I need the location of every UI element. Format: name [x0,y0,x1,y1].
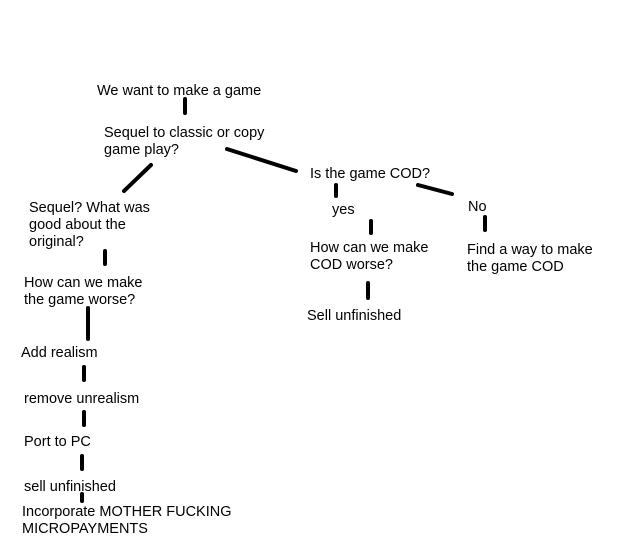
node-port-to-pc: Port to PC [24,434,91,450]
node-how-can-we-make-cod-worse: How can we make COD worse? [310,240,429,273]
node-yes: yes [332,202,355,218]
node-remove-unrealism: remove unrealism [24,391,140,407]
connector-q1-to-is-cod [225,147,298,173]
node-we-want-to-make-a-game: We want to make a game [97,83,262,99]
connector-q1-to-sequel [122,163,153,193]
node-how-can-we-make-game-worse: How can we make the game worse? [24,275,143,308]
node-no: No [468,199,487,215]
node-incorporate-micropayments: Incorporate MOTHER FUCKING MICROPAYMENTS [22,504,232,537]
node-sell-unfinished-left: sell unfinished [24,479,116,495]
node-sell-unfinished-right: Sell unfinished [307,308,402,324]
node-is-the-game-cod: Is the game COD? [310,166,431,182]
connector-is-cod-to-no [416,183,454,196]
node-add-realism: Add realism [21,345,98,361]
node-sequel-or-copy: Sequel to classic or copy game play? [104,125,265,158]
node-find-a-way-to-make-cod: Find a way to make the game COD [467,242,593,275]
node-sequel-what-was-good: Sequel? What was good about the original… [29,200,150,250]
